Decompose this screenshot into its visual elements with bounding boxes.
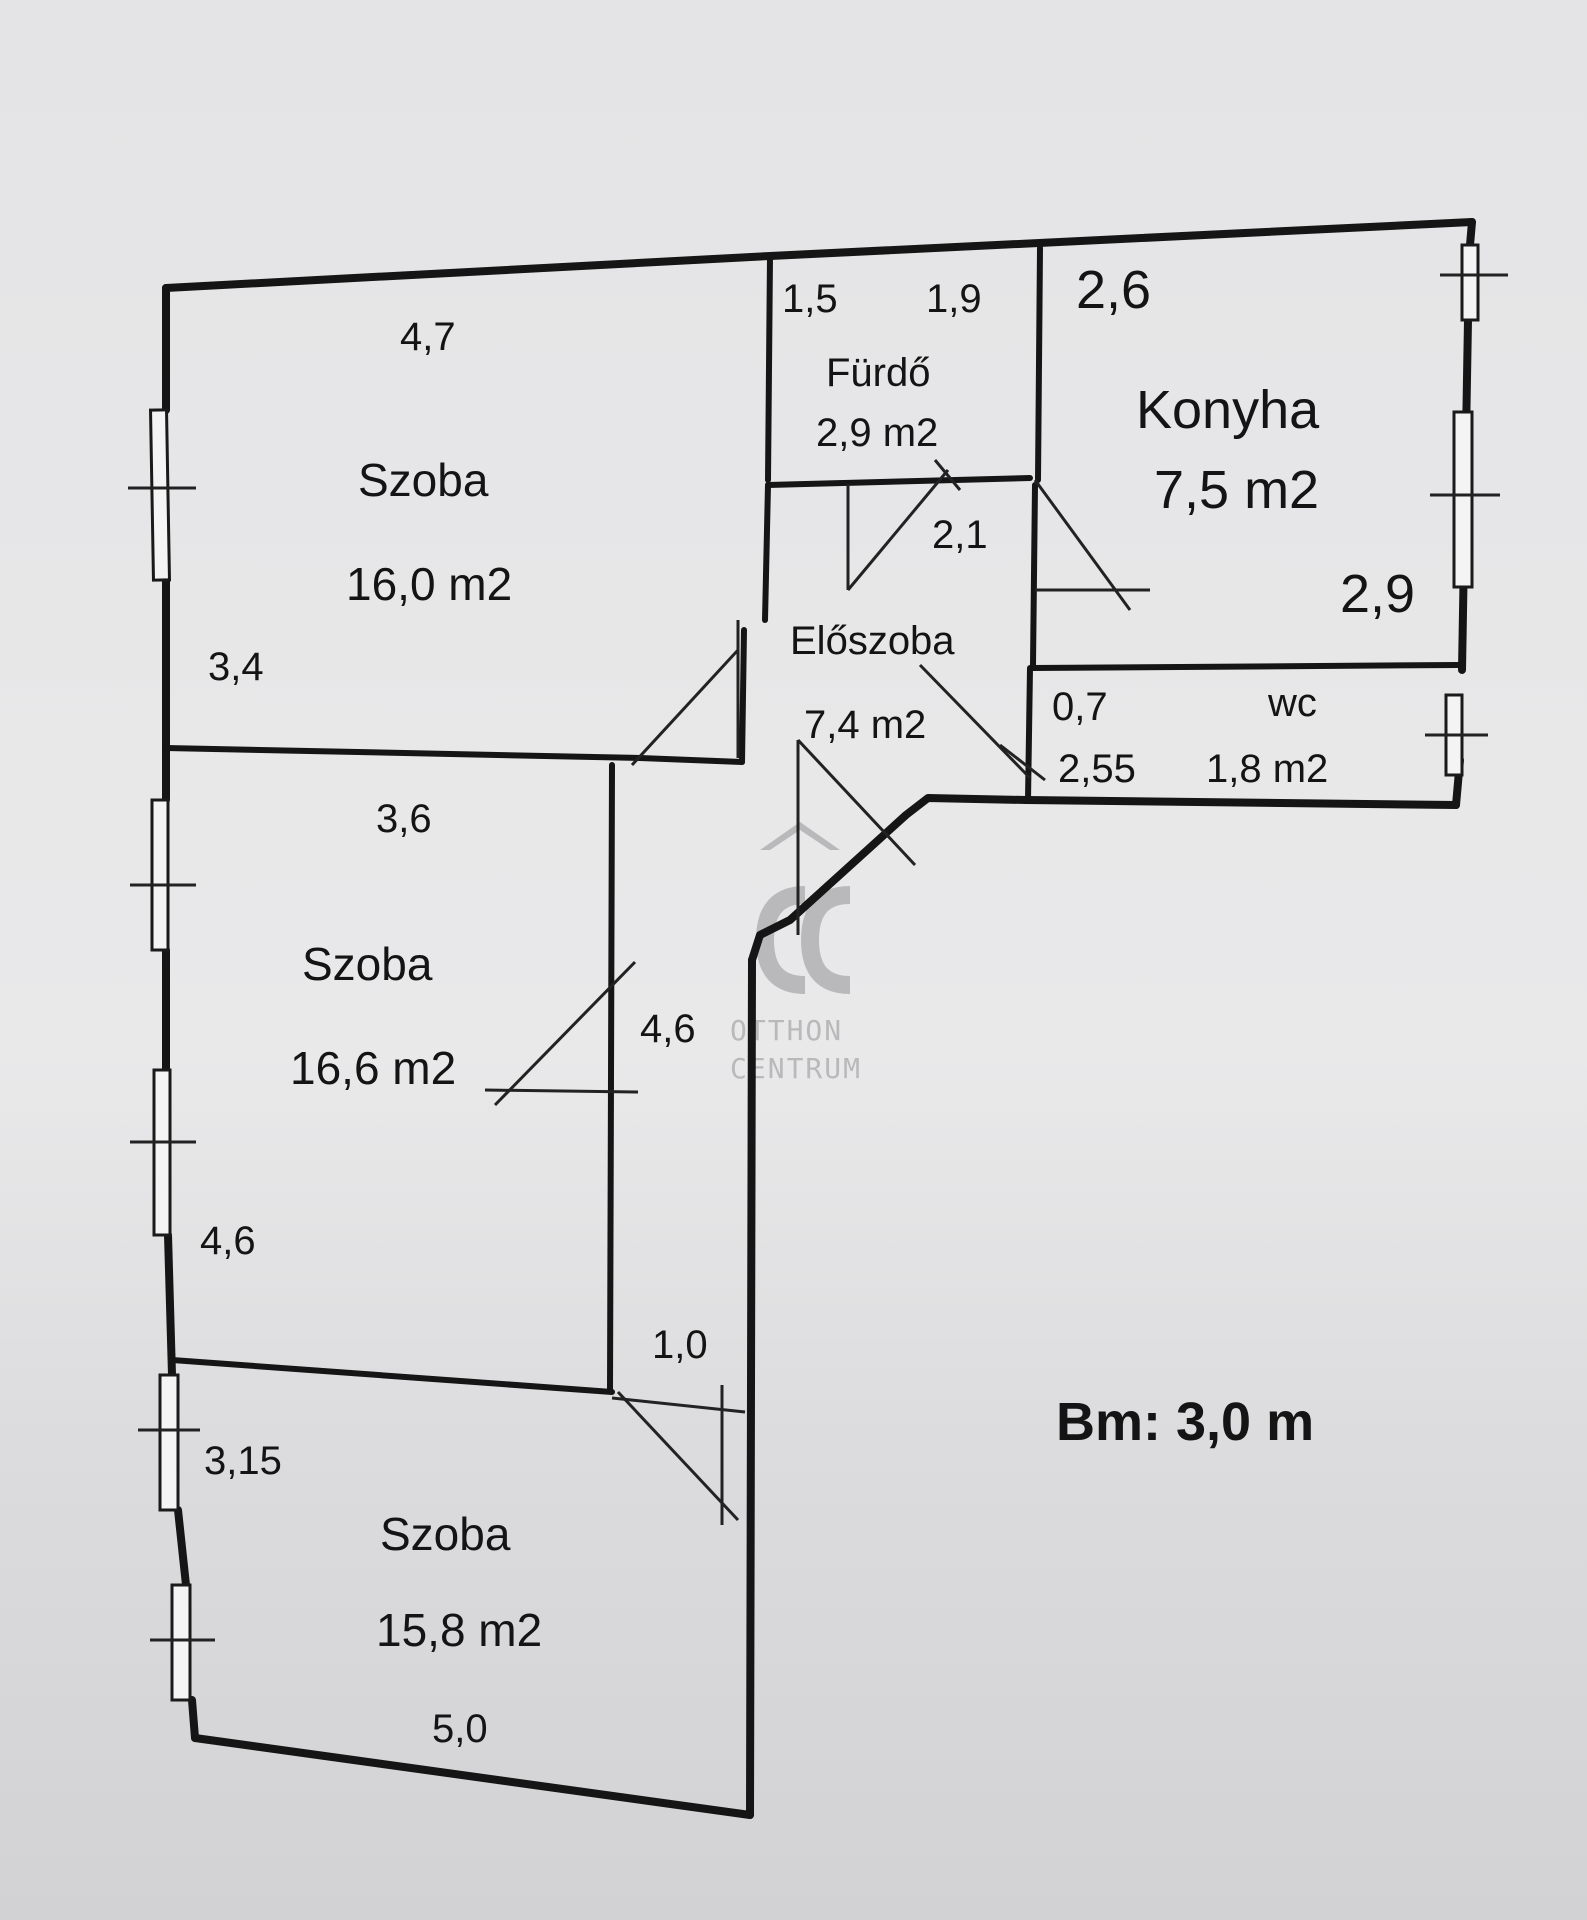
door-wc [918, 663, 1046, 782]
corridor-dim-length: 4,6 [640, 1007, 696, 1051]
furdo-name: Fürdő [826, 351, 931, 395]
szoba1-dim-side: 3,4 [208, 645, 264, 689]
interior-walls [163, 245, 1461, 1395]
szoba3-dim-bottom: 5,0 [432, 1707, 488, 1751]
szoba1-name: Szoba [358, 454, 489, 506]
konyha-area: 7,5 m2 [1154, 460, 1319, 520]
eloszoba-dim-top: 2,1 [932, 513, 988, 557]
door-entrance [796, 738, 917, 935]
konyha-dim-side: 2,9 [1340, 564, 1415, 624]
szoba3-name: Szoba [380, 1508, 511, 1560]
szoba3-area: 15,8 m2 [376, 1604, 542, 1656]
window-left-3 [130, 1068, 196, 1237]
ceiling-height-label: Bm: 3,0 m [1056, 1392, 1314, 1452]
window-right-2 [1430, 410, 1500, 589]
window-left-1 [128, 408, 196, 582]
door-szoba3 [611, 1385, 746, 1525]
door-konyha [1033, 479, 1150, 611]
window-left-5 [150, 1583, 215, 1702]
wc-dim-b: 2,55 [1058, 747, 1136, 791]
furdo-dim-a: 1,5 [782, 277, 838, 321]
szoba3-dim-side: 3,15 [204, 1439, 282, 1483]
door-szoba1 [630, 620, 740, 767]
konyha-name: Konyha [1136, 380, 1320, 440]
konyha-dim-top: 2,6 [1076, 260, 1151, 320]
wc-name: wc [1267, 681, 1317, 725]
szoba2-dim-top: 3,6 [376, 797, 432, 841]
window-left-2 [130, 798, 196, 952]
furdo-dim-b: 1,9 [926, 277, 982, 321]
szoba1-area: 16,0 m2 [346, 558, 512, 610]
szoba1-dim-top: 4,7 [400, 315, 456, 359]
szoba2-area: 16,6 m2 [290, 1042, 456, 1094]
window-right-1 [1440, 243, 1508, 322]
watermark-line1: OTTHON [730, 1014, 843, 1047]
window-right-3 [1425, 693, 1488, 777]
wc-dim-a: 0,7 [1052, 685, 1108, 729]
szoba2-name: Szoba [302, 938, 433, 990]
wc-area: 1,8 m2 [1206, 747, 1328, 791]
eloszoba-name: Előszoba [790, 619, 955, 663]
furdo-area: 2,9 m2 [816, 411, 938, 455]
door-szoba2 [484, 960, 639, 1107]
eloszoba-area: 7,4 m2 [804, 703, 926, 747]
window-left-4 [138, 1373, 200, 1512]
door-furdo [846, 459, 962, 591]
szoba2-dim-side: 4,6 [200, 1219, 256, 1263]
corridor-dim-width: 1,0 [652, 1323, 708, 1367]
